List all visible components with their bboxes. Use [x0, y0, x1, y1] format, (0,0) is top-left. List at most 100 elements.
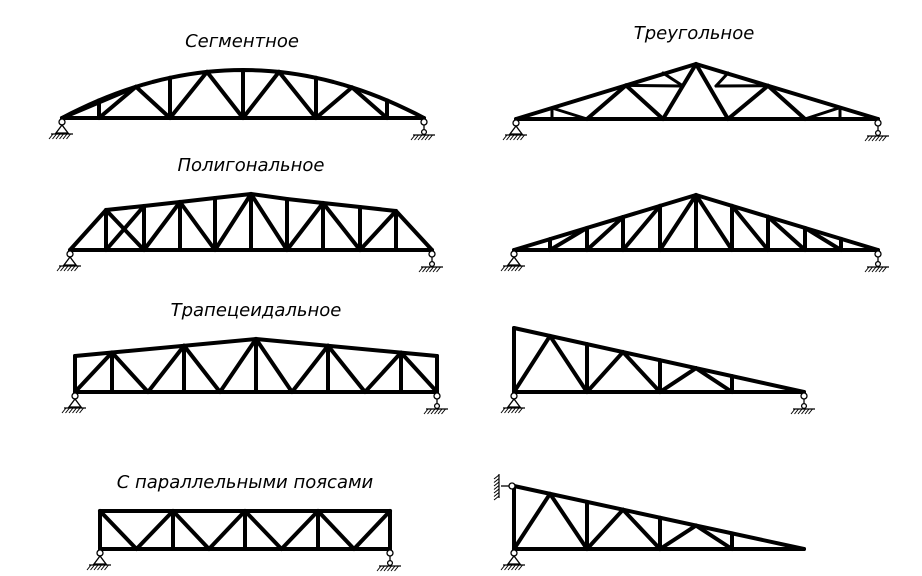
- ground-hatch: [514, 564, 520, 571]
- support-roller: [386, 559, 394, 567]
- ground-hatch: [797, 408, 803, 415]
- ground-hatch: [60, 265, 65, 272]
- ground-hatch: [504, 407, 509, 414]
- ground-hatch: [871, 135, 877, 142]
- support-roller: [433, 402, 441, 410]
- diagonal-member: [218, 337, 258, 394]
- ground-hatch: [878, 135, 884, 142]
- ground-hatch: [394, 565, 399, 572]
- ground-hatch: [514, 265, 520, 272]
- diagonal-member: [134, 509, 175, 551]
- support-pin: [506, 554, 522, 565]
- support-hinge: [433, 392, 441, 400]
- diagonal-member: [726, 83, 770, 121]
- diagonal-member: [314, 85, 354, 120]
- label-parallel-chord-truss: С параллельными поясами: [117, 472, 374, 493]
- ground-hatch: [63, 265, 69, 272]
- ground-hatch: [507, 407, 513, 414]
- ground-hatch: [790, 408, 796, 415]
- ground-hatch: [55, 133, 61, 140]
- diagonal-member: [321, 201, 362, 252]
- diagonal-member: [694, 193, 734, 252]
- ground-hatch: [56, 265, 62, 272]
- ground-hatch: [518, 407, 523, 414]
- diagonal-member: [766, 214, 807, 252]
- mono-pitch-truss-1: [500, 326, 815, 415]
- diagonal-member: [585, 215, 625, 252]
- ground-hatch: [875, 135, 880, 142]
- ground-hatch: [518, 265, 523, 272]
- diagonal-member: [326, 343, 367, 394]
- ground-hatch: [437, 408, 443, 415]
- ground-hatch: [72, 407, 77, 414]
- ground-hatch: [70, 265, 76, 272]
- ground-hatch: [423, 408, 429, 415]
- diagonal-member: [168, 69, 209, 120]
- diagonal-member: [363, 350, 403, 394]
- diagonal-member: [207, 509, 247, 551]
- diagonal-member: [110, 350, 150, 394]
- support-pin: [54, 123, 70, 134]
- ground-hatch: [868, 266, 873, 273]
- support-roller: [420, 128, 428, 136]
- ground-hatch: [864, 135, 870, 142]
- ground-hatch: [414, 134, 419, 141]
- ground-hatch: [502, 134, 508, 141]
- wall-hatch: [493, 481, 500, 487]
- ground-hatch: [507, 564, 513, 571]
- diagonal-member: [279, 509, 320, 551]
- support-hinge: [874, 250, 882, 258]
- diagonal-member: [548, 225, 589, 252]
- ground-hatch: [864, 266, 870, 273]
- ground-hatch: [432, 266, 438, 273]
- ground-hatch: [436, 266, 441, 273]
- diagonal-member: [658, 193, 698, 252]
- diagonal-member: [624, 83, 685, 88]
- ground-hatch: [500, 564, 506, 571]
- diagonal-member: [285, 201, 325, 252]
- diagonal-member: [621, 203, 662, 252]
- diagonal-member: [171, 509, 211, 551]
- support-pin: [508, 124, 524, 135]
- ground-hatch: [79, 407, 84, 414]
- diagonal-member: [548, 491, 589, 551]
- diagonal-member: [277, 69, 318, 120]
- diagonal-member: [658, 366, 698, 394]
- ground-hatch: [429, 266, 434, 273]
- ground-hatch: [882, 135, 887, 142]
- hidden: [60, 84, 138, 120]
- ground-hatch: [804, 408, 810, 415]
- ground-hatch: [380, 565, 385, 572]
- diagonal-member: [182, 343, 222, 394]
- diagonal-member: [624, 83, 665, 121]
- diagonal-member: [694, 523, 734, 551]
- diagonal-member: [213, 192, 253, 252]
- ground-hatch: [808, 408, 813, 415]
- ground-hatch: [514, 407, 520, 414]
- ground-hatch: [511, 564, 516, 571]
- ground-hatch: [511, 265, 516, 272]
- ground-hatch: [390, 565, 396, 572]
- label-polygonal-truss: Полигональное: [178, 155, 325, 176]
- ground-hatch: [75, 407, 81, 414]
- support-hinge: [800, 392, 808, 400]
- diagonal-member: [249, 192, 289, 252]
- label-triangular-truss: Треугольное: [634, 23, 755, 44]
- wall-hatch: [493, 485, 500, 490]
- support-pin: [67, 397, 83, 408]
- diagonal-member: [694, 366, 734, 394]
- support-roller: [874, 129, 882, 137]
- diagonal-member: [290, 343, 330, 394]
- diagonal-member: [550, 106, 589, 121]
- triangular-truss-2: [500, 193, 889, 273]
- ground-hatch: [418, 266, 424, 273]
- diagonal-member: [241, 69, 281, 120]
- support-hinge: [386, 549, 394, 557]
- ground-hatch: [66, 133, 71, 140]
- support-roller: [874, 260, 882, 268]
- ground-hatch: [61, 407, 67, 414]
- diagonal-member: [350, 85, 389, 120]
- hidden: [104, 204, 146, 252]
- label-trapezoidal-truss: Трапецеидальное: [171, 300, 342, 321]
